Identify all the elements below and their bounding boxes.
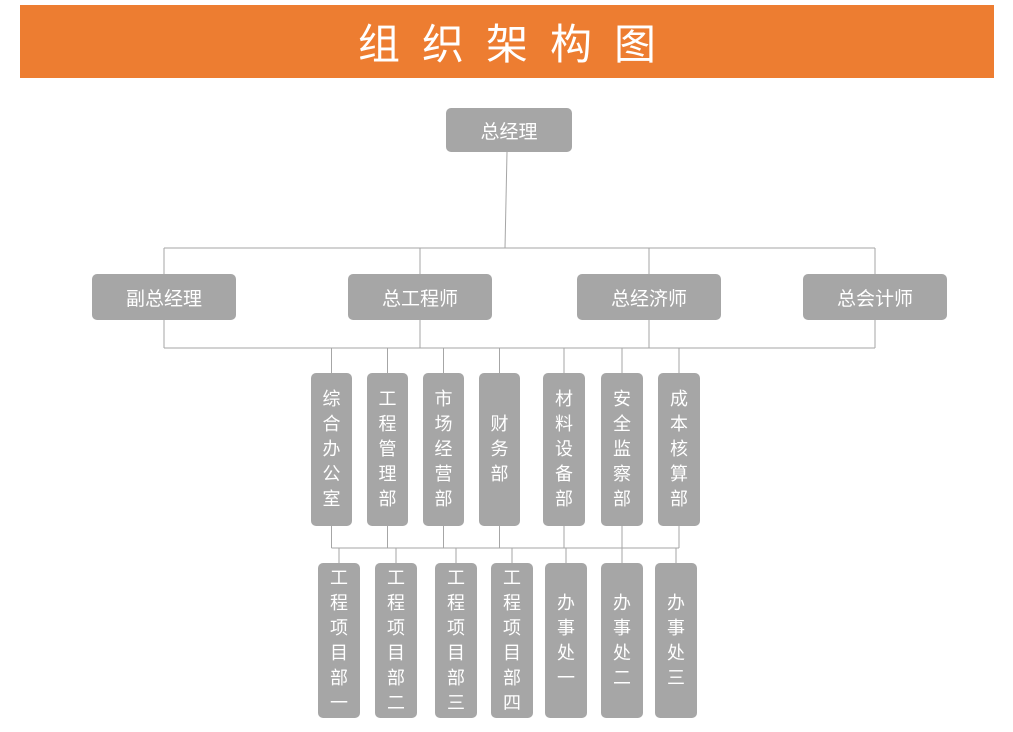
node-chief-economist: 总经济师 <box>577 274 721 320</box>
node-department-4: 财务部 <box>479 373 520 526</box>
node-department-5: 材料设备部 <box>543 373 585 526</box>
node-chief-accountant: 总会计师 <box>803 274 947 320</box>
node-sub-unit-7: 办事处三 <box>655 563 697 718</box>
node-sub-unit-2: 工程项目部二 <box>375 563 417 718</box>
node-sub-unit-4: 工程项目部四 <box>491 563 533 718</box>
node-department-2: 工程管理部 <box>367 373 408 526</box>
node-department-3: 市场经营部 <box>423 373 464 526</box>
node-department-6: 安全监察部 <box>601 373 643 526</box>
chart-title: 组织架构图 <box>357 20 678 69</box>
connector-root-down <box>504 151 508 249</box>
node-general-manager: 总经理 <box>446 108 572 152</box>
node-sub-unit-3: 工程项目部三 <box>435 563 477 718</box>
node-chief-engineer: 总工程师 <box>348 274 492 320</box>
node-department-1: 综合办公室 <box>311 373 352 526</box>
title-banner: 组织架构图 <box>20 5 994 78</box>
node-sub-unit-5: 办事处一 <box>545 563 587 718</box>
node-sub-unit-1: 工程项目部一 <box>318 563 360 718</box>
node-sub-unit-6: 办事处二 <box>601 563 643 718</box>
node-deputy-gm: 副总经理 <box>92 274 236 320</box>
node-department-7: 成本核算部 <box>658 373 700 526</box>
